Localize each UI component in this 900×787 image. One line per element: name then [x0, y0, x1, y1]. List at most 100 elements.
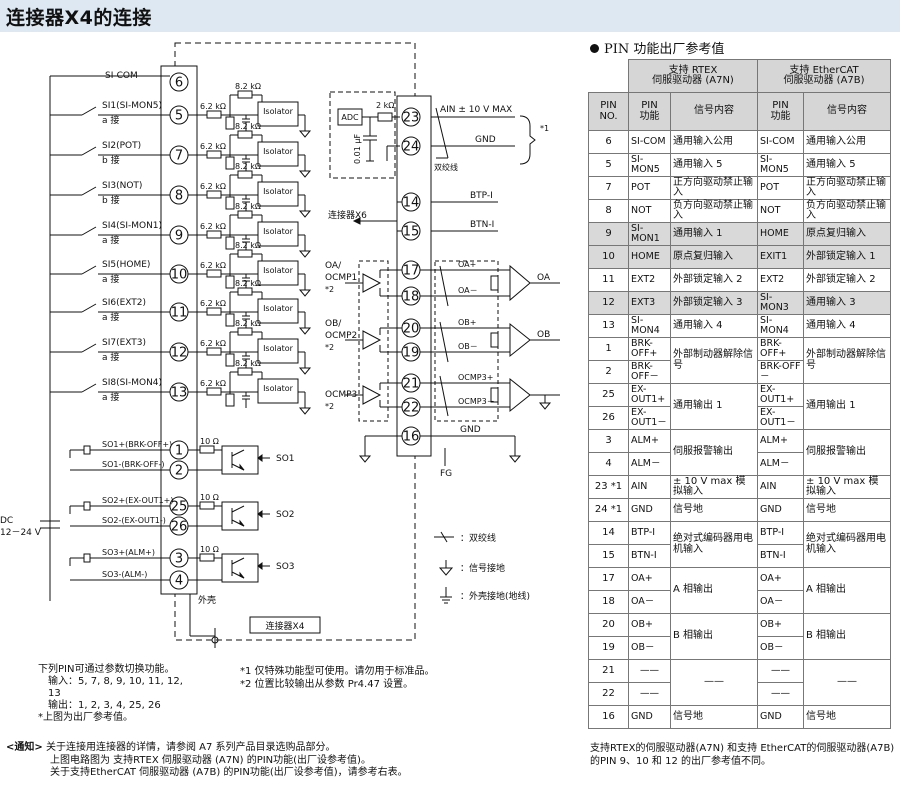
signal-minus-label: OB－	[458, 342, 478, 351]
ecat-signal-cell: 正方向驱动禁止输入	[803, 176, 892, 200]
pin-number: 13	[171, 386, 188, 401]
resistor-label: 6.2 kΩ	[200, 339, 226, 348]
connector-x6-label: 连接器X6	[328, 209, 367, 221]
line-receiver-icon	[509, 264, 531, 302]
si-input-label: SI5(HOME)	[102, 260, 150, 270]
pin-no-cell: 13	[588, 314, 629, 338]
resistor	[225, 313, 235, 327]
rtex-signal-cell: 外部锁定输入 3	[669, 291, 759, 315]
wire	[231, 505, 245, 513]
signal-ground-icon	[538, 402, 552, 410]
ecat-func-cell: GND	[757, 705, 805, 729]
resistor	[206, 269, 222, 278]
photocoupler-box	[221, 445, 259, 475]
isolator-box	[257, 221, 299, 247]
ecat-signal-cell: 外部锁定输入 2	[803, 268, 892, 292]
ecat-signal-cell: 通用输入 5	[803, 153, 892, 177]
si-contact-type: b 接	[102, 154, 120, 166]
isolator-label: Isolator	[263, 384, 294, 393]
notice-line-1: 关于连接用连接器的详情，请参阅 A7 系列产品目录选购品部分。	[45, 742, 336, 753]
resistor	[237, 90, 253, 99]
foot-notes: *1 仅特殊功能型可使用。请勿用于标准品。 *2 位置比较输出从参数 Pr4.4…	[240, 666, 435, 691]
note-mark: *2	[325, 343, 334, 352]
ecat-signal-cell: 伺服报警输出	[803, 429, 892, 476]
signal-minus-label: OA－	[458, 286, 478, 295]
ecat-signal-cell: 通用输入公用	[803, 130, 892, 154]
ecat-func-cell: GND	[757, 498, 805, 522]
line-receiver-icon	[509, 377, 531, 413]
bottom-note: <通知> 关于连接用连接器的详情，请参阅 A7 系列产品目录选购品部分。 上图电…	[6, 742, 408, 780]
pin-no-cell: 8	[588, 199, 629, 223]
rtex-signal-cell: 负方向驱动禁止输入	[669, 199, 759, 223]
fg-label: FG	[440, 469, 452, 479]
rtex-signal-cell: 通用输出 1	[669, 383, 759, 430]
relay-coil	[83, 553, 91, 563]
page-title: 连接器X4的连接	[6, 7, 152, 29]
resistor	[225, 116, 235, 130]
signal-plus-label: OB+	[458, 318, 477, 327]
wire	[81, 186, 97, 196]
resistor	[225, 156, 235, 170]
rtex-signal-cell: ± 10 V max 模拟输入	[669, 475, 759, 499]
ecat-func-cell: ——	[757, 659, 805, 683]
resistor	[225, 196, 235, 210]
resistor-label: 8.2 kΩ	[235, 319, 261, 328]
rtex-func-cell: NOT	[628, 199, 671, 223]
ecat-func-cell: BRK-OFF－	[757, 360, 805, 384]
switch-note-line: 输入：5, 7, 8, 9, 10, 11, 12, 13	[48, 676, 183, 699]
wire	[81, 303, 97, 313]
wire	[81, 265, 97, 275]
isolator-label: Isolator	[263, 266, 294, 275]
twisted-pair-label: 双绞线	[434, 162, 458, 172]
isolator-box	[257, 378, 299, 404]
rtex-func-cell: OB+	[628, 613, 671, 637]
notice-label: <通知>	[6, 742, 43, 753]
rtex-func-cell: ALM+	[628, 429, 671, 453]
wire	[231, 449, 245, 457]
relay-coil	[83, 501, 91, 511]
header-signal: 信号内容	[669, 92, 759, 131]
legend-twisted-pair: ：双绞线	[460, 532, 496, 544]
footnote-1: *1 仅特殊功能型可使用。请勿用于标准品。	[240, 666, 435, 677]
resistor-label: 10 Ω	[200, 437, 219, 446]
ecat-func-cell: ALM+	[757, 429, 805, 453]
resistor-label: 10 Ω	[200, 493, 219, 502]
so-minus-label: SO3-(ALM-)	[102, 570, 147, 579]
pin-no-cell: 1	[588, 337, 629, 361]
arrow-icon	[257, 562, 263, 570]
rtex-signal-cell: 原点复归输入	[669, 245, 759, 269]
table-row: 21————————	[588, 659, 892, 706]
rtex-func-cell: POT	[628, 176, 671, 200]
signal-ground-icon	[298, 327, 312, 335]
resistor	[206, 307, 222, 316]
si-input-label: SI1(SI-MON5)	[102, 101, 162, 111]
isolator-box	[257, 101, 299, 127]
pin-number: 3	[175, 552, 183, 567]
arrow-icon	[239, 519, 245, 527]
resistor	[237, 287, 253, 296]
resistor	[237, 327, 253, 336]
ecat-signal-cell: A 相输出	[803, 567, 892, 614]
dc-voltage: 12－24 V	[0, 528, 42, 538]
resistor	[237, 210, 253, 219]
pin-no-cell: 4	[588, 452, 629, 476]
resistor	[225, 236, 235, 250]
isolator-box	[257, 298, 299, 324]
rtex-func-cell: SI-COM	[628, 130, 671, 154]
resistor-label: 8.2 kΩ	[235, 241, 261, 250]
table-footer: 支持RTEX的伺服驱动器(A7N) 和支持 EtherCAT的伺服驱动器(A7B…	[590, 743, 895, 767]
rtex-signal-cell: 正方向驱动禁止输入	[669, 176, 759, 200]
isolator-label: Isolator	[263, 147, 294, 156]
rtex-func-cell: ALM－	[628, 452, 671, 476]
